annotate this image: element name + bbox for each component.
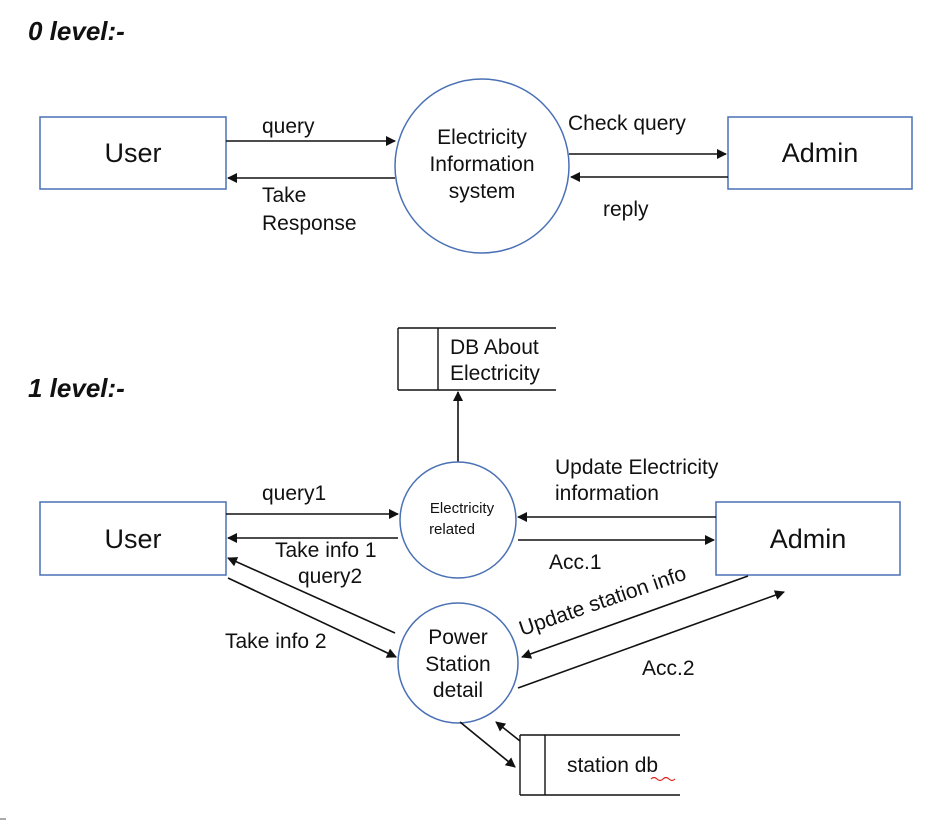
update-station-arrow (521, 575, 749, 659)
level1-admin-entity (715, 501, 901, 576)
take-info2-arrow (227, 577, 397, 658)
level0-admin-entity (727, 116, 913, 190)
electricity-related-process (399, 461, 517, 579)
level0-response-label2: Response (262, 212, 357, 235)
level0-query-label: query (262, 115, 315, 138)
take-info1-label: Take info 1 (275, 539, 377, 562)
db-store-label1: DB About (450, 336, 539, 359)
query2-label: query2 (298, 565, 362, 588)
electricity-process-line1: Electricity (430, 500, 495, 517)
query1-label: query1 (262, 482, 326, 505)
station-db-store (519, 734, 680, 796)
spellcheck-underline (650, 776, 676, 782)
level1-admin-label: Admin (770, 524, 847, 554)
db-about-electricity-store (397, 327, 556, 391)
level0-process-line1: Electricity (437, 126, 527, 149)
power-process-line3: detail (433, 679, 483, 702)
acc2-arrow (517, 590, 785, 689)
level0-heading: 0 level:- (28, 16, 125, 46)
power-process-line1: Power (428, 626, 488, 649)
level0-user-label: User (104, 138, 161, 168)
power-to-stationdb-arrow (459, 721, 516, 768)
update-electricity-label1: Update Electricity (555, 456, 719, 479)
level1-heading: 1 level:- (28, 373, 125, 403)
take-info2-label: Take info 2 (225, 630, 327, 653)
level0-admin-label: Admin (782, 138, 859, 168)
acc2-label: Acc.2 (642, 657, 695, 680)
level0-user-entity (39, 116, 227, 190)
level0-process-circle (394, 78, 570, 254)
level0-check-query-label: Check query (568, 112, 686, 135)
electricity-process-line2: related (429, 521, 475, 538)
power-process-line2: Station (425, 653, 490, 676)
level1-user-entity (39, 501, 227, 576)
acc1-label: Acc.1 (549, 551, 602, 574)
station-db-label: station db (567, 754, 658, 777)
db-store-label2: Electricity (450, 362, 540, 385)
update-electricity-label2: information (555, 482, 659, 505)
stationdb-to-power-arrow (495, 721, 521, 742)
level0-process-line2: Information (429, 153, 534, 176)
level0-process-line3: system (449, 180, 516, 203)
level1-user-label: User (104, 524, 161, 554)
query2-arrow (227, 557, 396, 634)
power-station-process (397, 602, 519, 724)
level0-reply-label: reply (603, 198, 649, 221)
level0-response-label1: Take (262, 184, 306, 207)
